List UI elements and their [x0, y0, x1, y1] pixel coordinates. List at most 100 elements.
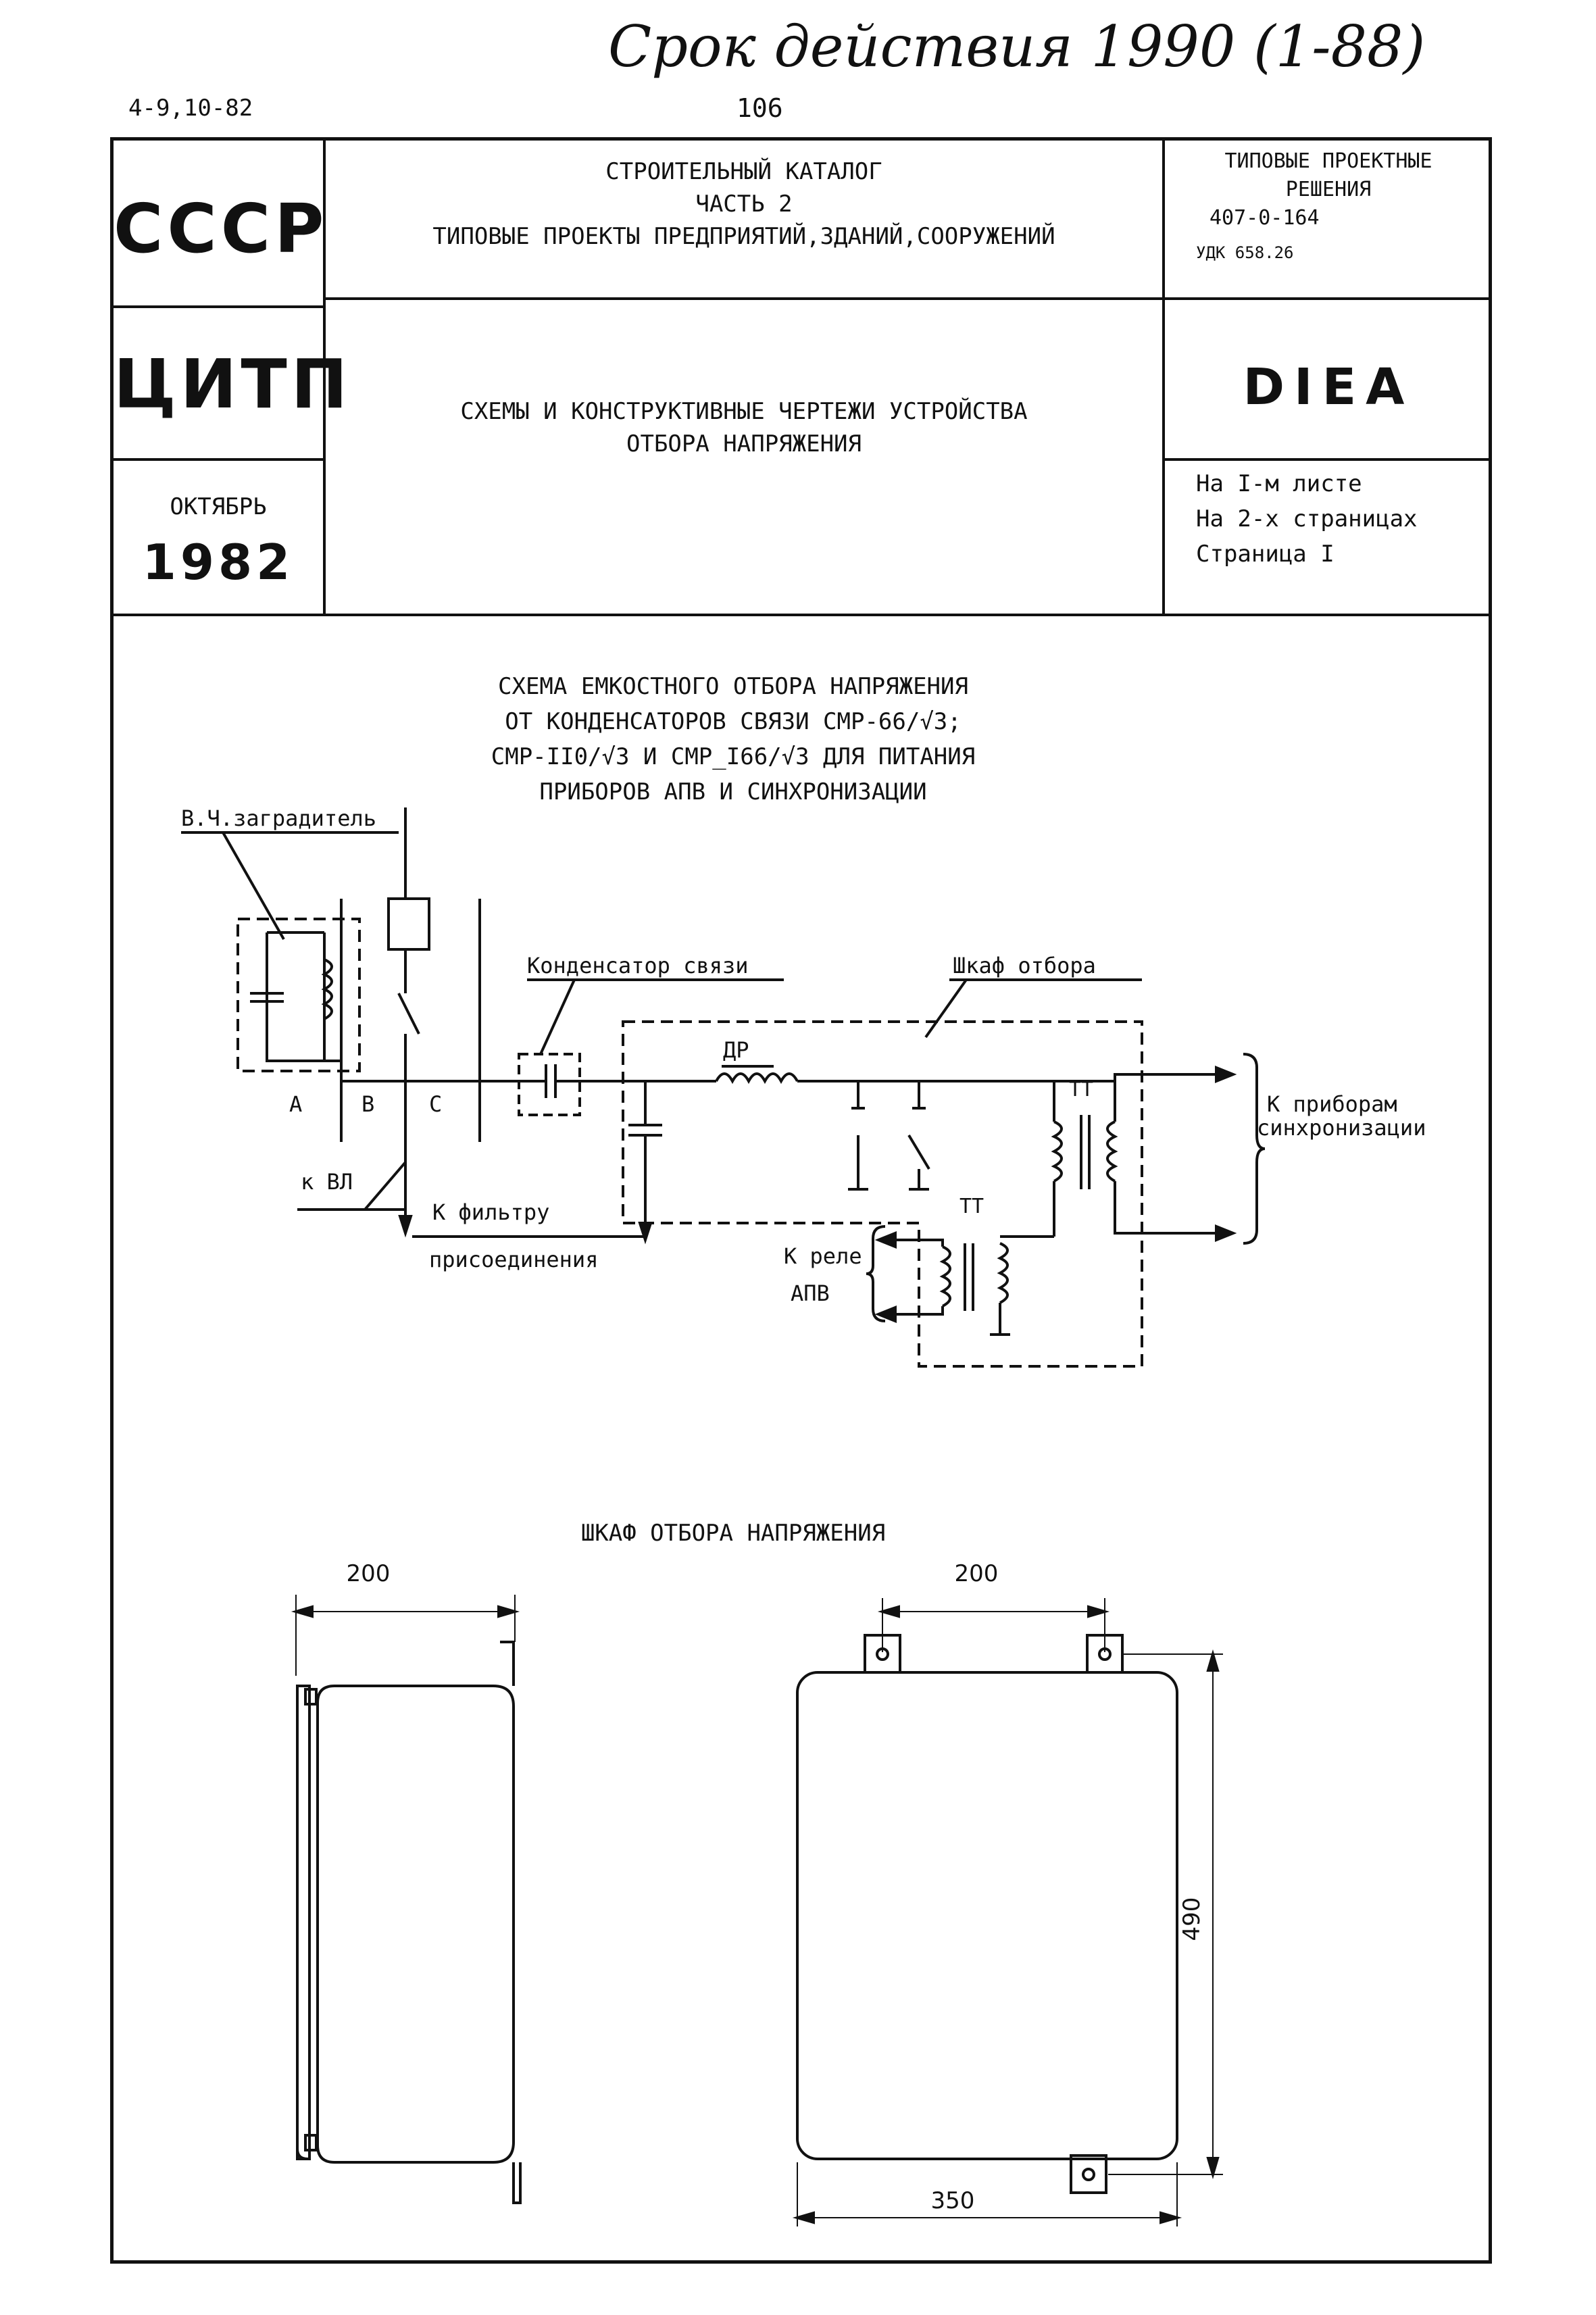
filter-label-2: присоединения [429, 1247, 598, 1272]
side-width-dim: 200 [347, 1560, 391, 1587]
front-bottom-lug-hole [1082, 2168, 1095, 2181]
cabinet-leader [924, 978, 968, 1039]
year-label: 1982 [142, 534, 295, 591]
front-body [796, 1671, 1178, 2160]
front-top-dim: 200 [955, 1560, 999, 1587]
blocker-coil [321, 958, 333, 1020]
catalog-line-3: ТИПОВЫЕ ПРОЕКТЫ ПРЕДПРИЯТИЙ,ЗДАНИЙ,СООРУ… [432, 223, 1055, 250]
relay-wire-bottom [878, 1306, 944, 1316]
header-left-divider [323, 137, 326, 615]
catalog-line-2: ЧАСТЬ 2 [695, 191, 793, 218]
document-code: 4-9,10-82 [128, 95, 253, 122]
side-top-hinge [500, 1641, 515, 1686]
filter-arrow [638, 1222, 653, 1245]
right-col-rule [1162, 458, 1492, 461]
vl-label: к ВЛ [301, 1169, 353, 1195]
width-dim: 350 [931, 2187, 975, 2214]
relay-arrow-bottom [874, 1305, 897, 1323]
front-top-lug-right-hole [1098, 1647, 1112, 1661]
sheet-title-line-1: СХЕМЫ И КОНСТРУКТИВНЫЕ ЧЕРТЕЖИ УСТРОЙСТВ… [460, 398, 1028, 425]
blocker-leader [222, 832, 285, 940]
blocker-dashed-box [236, 918, 361, 1072]
phase-b-label: В [361, 1091, 374, 1117]
sync-label-2: синхронизации [1257, 1115, 1426, 1141]
relay-label-1: К реле [784, 1243, 862, 1269]
relay-brace [866, 1225, 886, 1322]
blocker-wire [266, 932, 341, 1062]
cabinet-label: Шкаф отбора [953, 953, 1096, 978]
scheme-title: СХЕМА ЕМКОСТНОГО ОТБОРА НАПРЯЖЕНИЯ ОТ КО… [378, 669, 1088, 810]
capacitor-leader [539, 979, 576, 1055]
standard-designs-line-2: РЕШЕНИЯ [1285, 178, 1372, 201]
sync-arrow-top [1215, 1066, 1237, 1083]
sheet-info-line-2: На 2-х страницах [1196, 505, 1418, 532]
standard-designs-line-1: ТИПОВЫЕ ПРОЕКТНЫЕ [1224, 149, 1432, 173]
scheme-title-line-2: ОТ КОНДЕНСАТОРОВ СВЯЗИ СМР-66/√3; [505, 708, 962, 735]
front-dim-arrow-left [877, 1605, 900, 1618]
choke-label: ДР [723, 1037, 749, 1063]
height-dim-arrow-top [1206, 1649, 1220, 1672]
sheet-info: На I-м листе На 2-х страницах Страница I [1196, 466, 1418, 572]
header-right-divider [1162, 137, 1165, 615]
handwritten-validity-note: Срок действия 1990 (1-88) [608, 14, 1426, 80]
code-box: DIEA [1243, 358, 1414, 416]
header-row-rule [323, 297, 1492, 300]
cabinet-title: ШКАФ ОТБОРА НАПРЯЖЕНИЯ [580, 1520, 886, 1547]
sheet-info-line-3: Страница I [1196, 541, 1335, 568]
side-dim-arrow-left [291, 1605, 314, 1618]
sheet-title: СХЕМЫ И КОНСТРУКТИВНЫЕ ЧЕРТЕЖИ УСТРОЙСТВ… [326, 395, 1162, 460]
catalog-line-1: СТРОИТЕЛЬНЫЙ КАТАЛОГ [605, 158, 882, 185]
scheme-title-line-3: СМР-II0/√3 И СМР_I66/√3 ДЛЯ ПИТАНИЯ [491, 743, 976, 770]
left-col-rule-1 [110, 305, 325, 308]
relay-wire-top [878, 1239, 944, 1247]
sync-wire-bottom [1114, 1181, 1233, 1235]
capacitor-dashed-box [518, 1053, 581, 1116]
choke-coil [715, 1072, 799, 1085]
scheme-title-line-4: ПРИБОРОВ АПВ И СИНХРОНИЗАЦИИ [539, 778, 927, 805]
side-top-bracket [304, 1688, 318, 1706]
height-dim: 490 [1178, 1897, 1205, 1941]
sheet-title-line-2: ОТБОРА НАПРЯЖЕНИЯ [626, 430, 862, 457]
vl-leader-slant [364, 1161, 407, 1211]
phase-a-label: А [289, 1091, 302, 1117]
standard-designs-heading: ТИПОВЫЕ ПРОЕКТНЫЕ РЕШЕНИЯ [1165, 147, 1492, 204]
org-label: ЦИТП [114, 345, 352, 424]
phase-c-label: С [429, 1091, 442, 1117]
udk-code: УДК 658.26 [1196, 243, 1294, 262]
side-body [316, 1685, 515, 2164]
header-bottom-rule [110, 614, 1492, 616]
phase-b-switch [397, 993, 420, 1035]
width-dim-arrow-right [1159, 2211, 1182, 2224]
side-bottom-hinge [512, 2162, 522, 2204]
catalog-title: СТРОИТЕЛЬНЫЙ КАТАЛОГ ЧАСТЬ 2 ТИПОВЫЕ ПРО… [326, 155, 1162, 253]
tt2-label: ТТ [959, 1195, 984, 1218]
sync-brace [1243, 1053, 1266, 1245]
sheet-info-line-1: На I-м листе [1196, 470, 1362, 497]
side-back-plate [296, 1685, 311, 2160]
country-label: СССР [114, 189, 328, 268]
phase-b-arrow [398, 1215, 413, 1238]
side-bottom-bracket [304, 2134, 318, 2151]
capacitor-label: Конденсатор связи [527, 953, 749, 978]
surge-arrester [387, 897, 430, 951]
front-dim-arrow-right [1087, 1605, 1110, 1618]
relay-arrow-top [874, 1231, 897, 1249]
width-dim-arrow-left [792, 2211, 815, 2224]
tt1-secondary-coil [1106, 1120, 1118, 1183]
side-dim-arrow-right [497, 1605, 520, 1618]
tt2-secondary-coil [939, 1245, 951, 1308]
left-col-rule-2 [110, 458, 325, 461]
blocker-label: В.Ч.заградитель [181, 805, 376, 831]
sync-label-1: К приборам [1267, 1091, 1397, 1117]
height-dim-arrow-bottom [1206, 2157, 1220, 2180]
switch-2-blade [907, 1134, 930, 1170]
relay-label-2: АПВ [791, 1280, 830, 1306]
design-code: 407-0-164 [1210, 206, 1320, 230]
tt2-primary-coil [997, 1242, 1009, 1304]
front-top-lug-left-hole [876, 1647, 889, 1661]
filter-label-1: К фильтру [432, 1199, 549, 1225]
month-label: ОКТЯБРЬ [170, 493, 267, 520]
scheme-title-line-1: СХЕМА ЕМКОСТНОГО ОТБОРА НАПРЯЖЕНИЯ [498, 673, 968, 700]
